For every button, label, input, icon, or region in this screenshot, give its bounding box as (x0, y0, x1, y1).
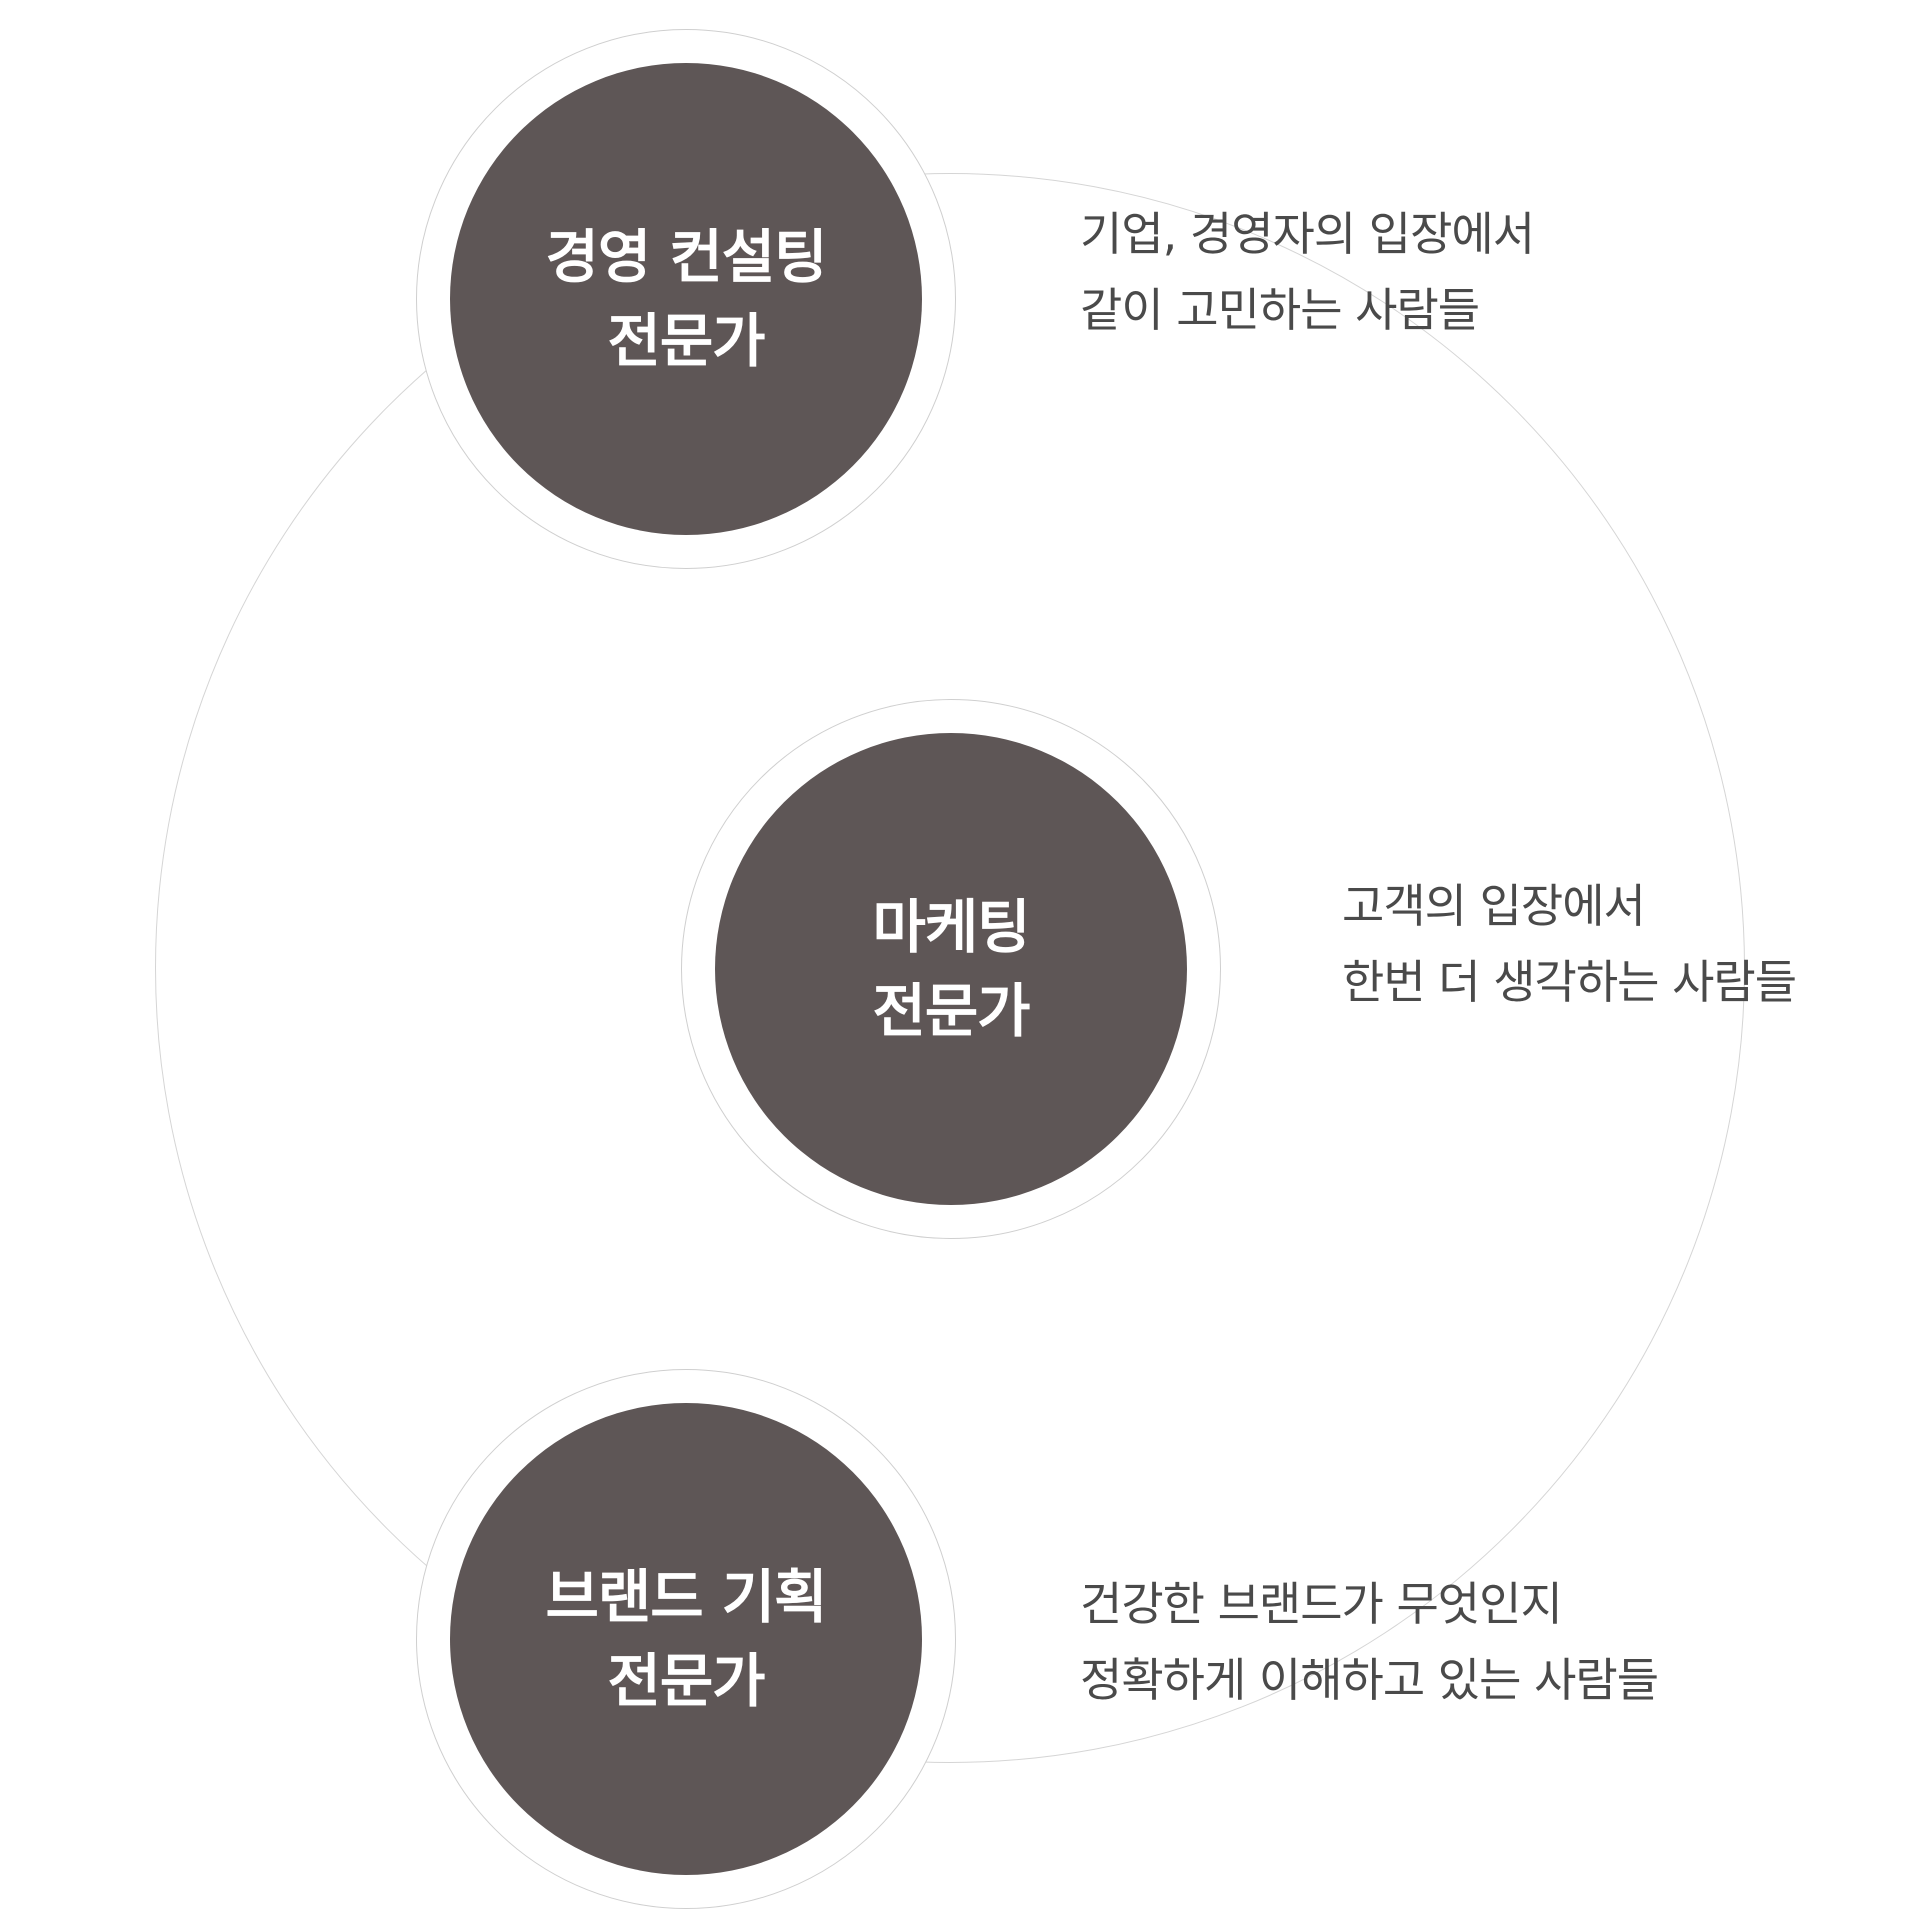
description-line-1: 고객의 입장에서 (1342, 879, 1646, 933)
node-title-line-1: 브랜드 기획 (545, 1563, 828, 1631)
node-title-line-1: 마케팅 (872, 893, 1030, 961)
description-line-2: 같이 고민하는 사람들 (1080, 283, 1480, 337)
description-line-2: 정확하게 이해하고 있는 사람들 (1080, 1653, 1659, 1707)
node-title-line-1: 경영 컨설팅 (545, 223, 828, 291)
description-brand-planning: 건강한 브랜드가 무엇인지 정확하게 이해하고 있는 사람들 (1080, 1566, 1659, 1718)
node-circle: 경영 컨설팅 전문가 (450, 63, 922, 535)
description-line-1: 건강한 브랜드가 무엇인지 (1080, 1577, 1563, 1631)
node-brand-planning: 브랜드 기획 전문가 (416, 1369, 956, 1909)
node-title-line-2: 전문가 (607, 1647, 765, 1715)
connecting-ring (155, 173, 1745, 1763)
node-marketing: 마케팅 전문가 (681, 699, 1221, 1239)
description-marketing: 고객의 입장에서 한번 더 생각하는 사람들 (1342, 868, 1797, 1020)
node-management-consulting: 경영 컨설팅 전문가 (416, 29, 956, 569)
node-circle: 브랜드 기획 전문가 (450, 1403, 922, 1875)
node-circle: 마케팅 전문가 (715, 733, 1187, 1205)
node-title-line-2: 전문가 (607, 307, 765, 375)
node-title-line-2: 전문가 (872, 977, 1030, 1045)
description-line-2: 한번 더 생각하는 사람들 (1342, 955, 1797, 1009)
description-management-consulting: 기업, 경영자의 입장에서 같이 고민하는 사람들 (1080, 196, 1535, 348)
description-line-1: 기업, 경영자의 입장에서 (1080, 207, 1535, 261)
